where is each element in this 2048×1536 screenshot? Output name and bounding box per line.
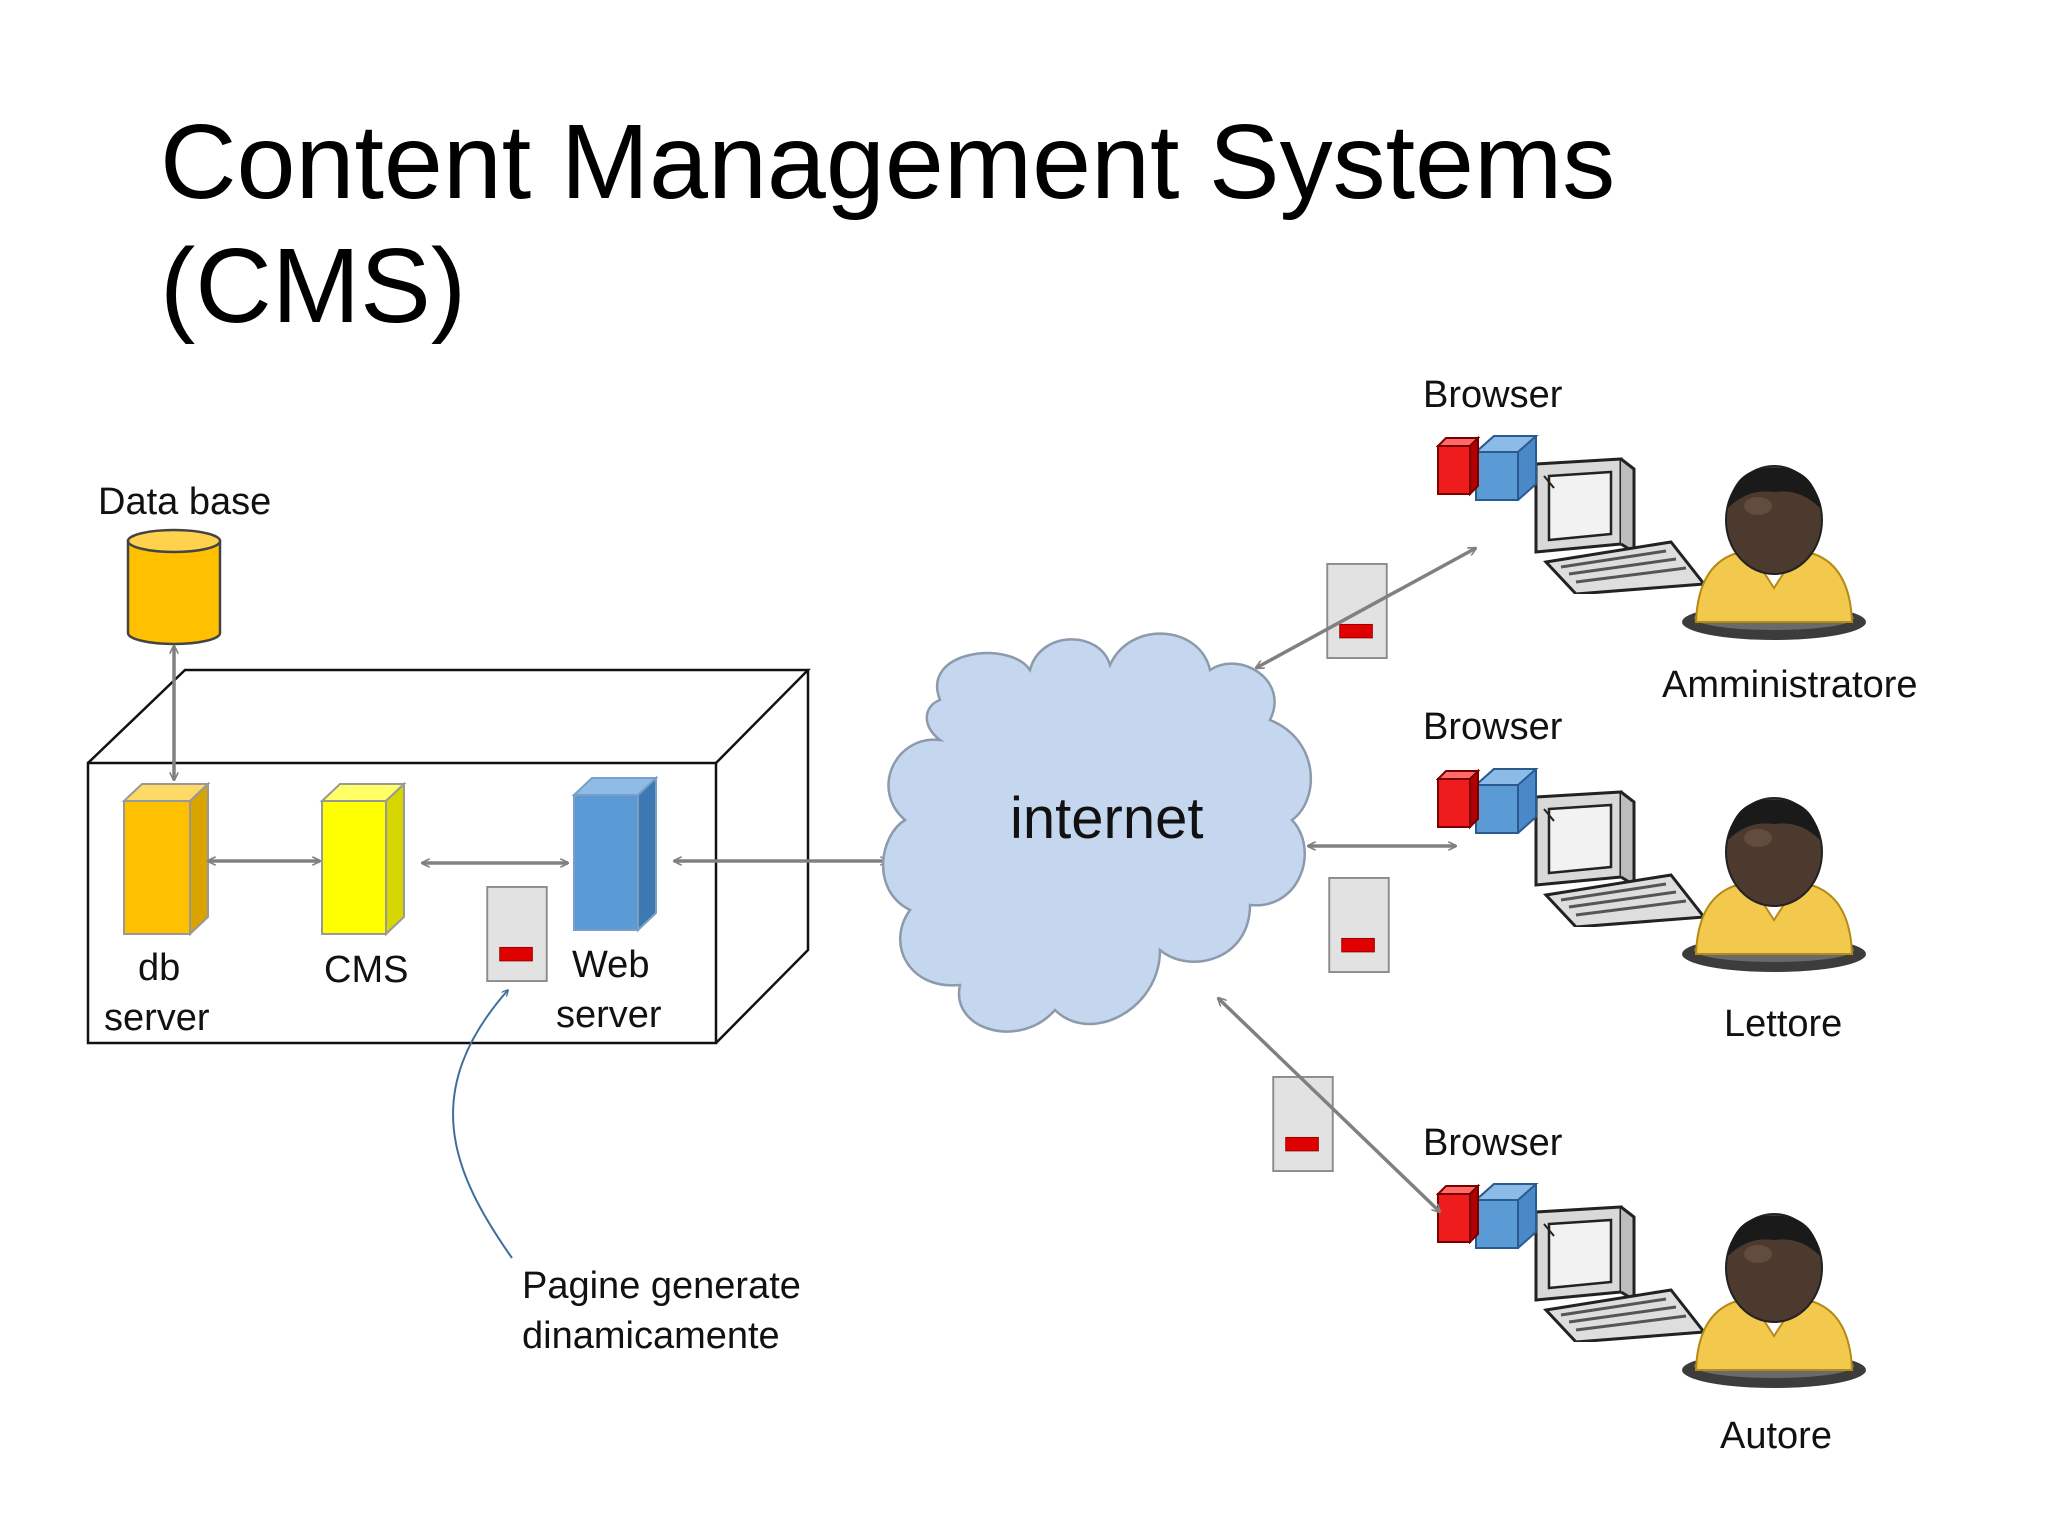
role-label-reader: Lettore [1724, 1003, 1842, 1045]
page-icon-author [1272, 1076, 1334, 1172]
author-arrow [1218, 998, 1440, 1212]
internet-label: internet [1010, 786, 1203, 851]
role-label-author: Autore [1720, 1415, 1832, 1457]
admin-person-icon [1681, 465, 1867, 641]
database-label: Data base [98, 481, 271, 523]
internal-arrows [174, 646, 888, 863]
admin-arrow [1256, 546, 1476, 670]
note-arrow [452, 990, 513, 1259]
role-label-admin: Amministratore [1662, 664, 1918, 706]
title-line-1: Content Management Systems [160, 103, 1616, 221]
note-label-2: dinamicamente [522, 1315, 780, 1357]
db-server [121, 781, 211, 937]
web-server-label-1: Web [572, 944, 649, 986]
web-server-label-2: server [556, 994, 662, 1036]
database-cylinder [126, 528, 222, 646]
cms-server [319, 781, 407, 937]
browser-label-2: Browser [1423, 706, 1563, 748]
workstation-reader [1436, 767, 1706, 927]
slide-title: Content Management Systems (CMS) [160, 100, 1960, 348]
generated-page-icon [486, 886, 548, 982]
workstation-author [1436, 1182, 1706, 1342]
page-icon-reader [1328, 877, 1390, 973]
db-server-label-2: server [104, 997, 210, 1039]
reader-person-icon [1681, 797, 1867, 973]
title-line-2: (CMS) [160, 227, 467, 345]
note-label-1: Pagine generate [522, 1265, 801, 1307]
workstation-admin [1436, 434, 1706, 594]
db-server-label-1: db [138, 947, 180, 989]
browser-label-3: Browser [1423, 1122, 1563, 1164]
browser-label-1: Browser [1423, 374, 1563, 416]
internet-cloud [881, 632, 1312, 1033]
cms-label: CMS [324, 949, 408, 991]
author-person-icon [1681, 1213, 1867, 1389]
web-server [571, 775, 659, 933]
